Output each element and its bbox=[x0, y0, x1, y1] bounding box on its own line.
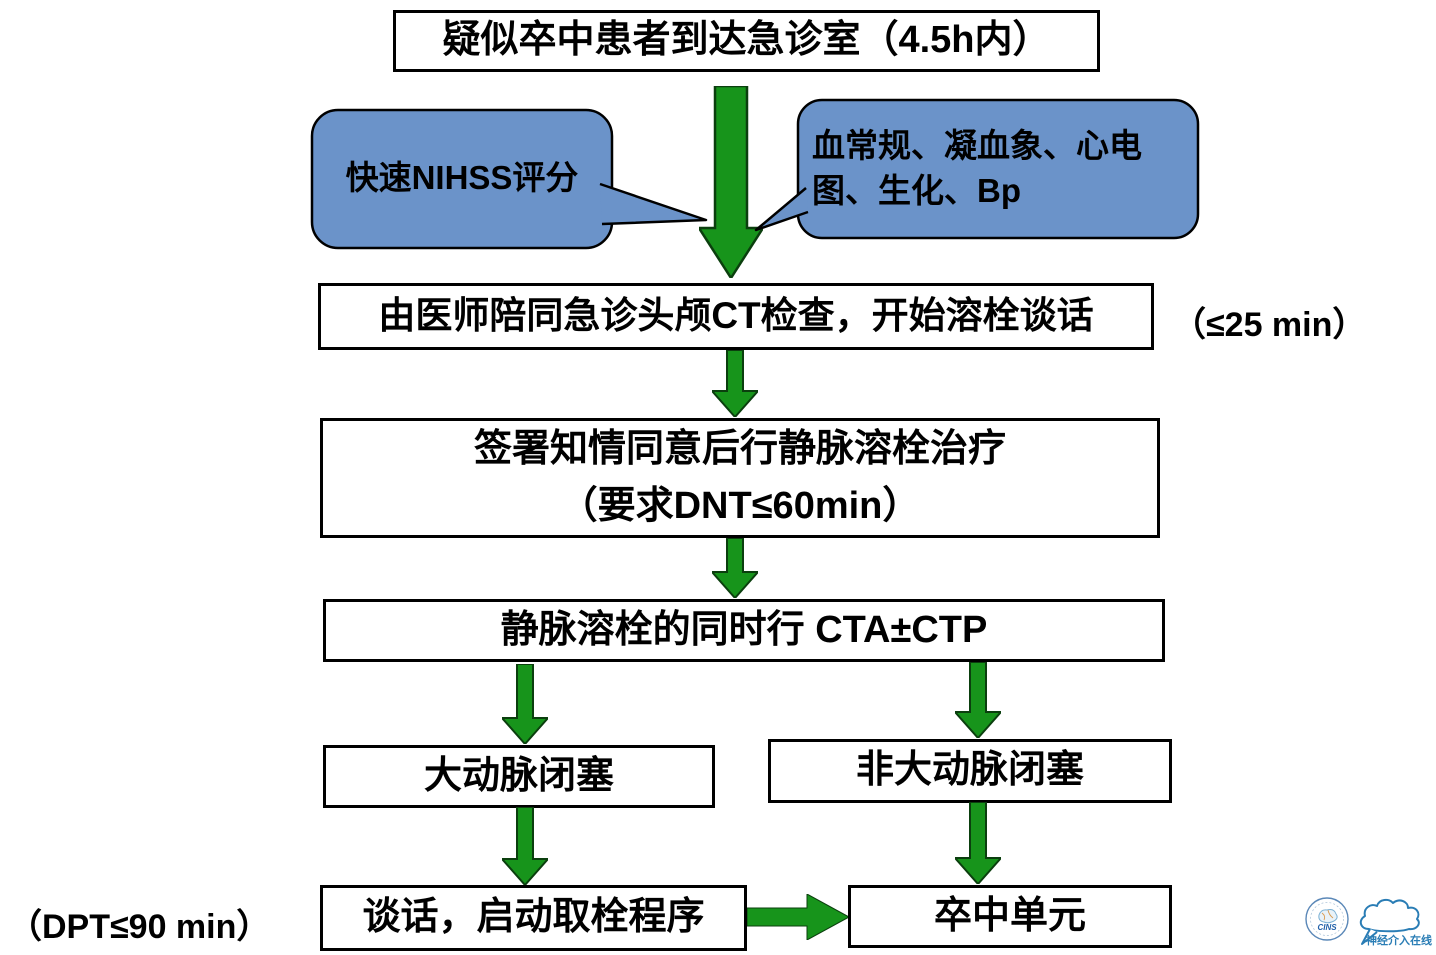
arrow-main-down-shape bbox=[699, 86, 763, 278]
box-ct-exam: 由医师陪同急诊头颅CT检查，开始溶栓谈话 bbox=[318, 283, 1154, 350]
box-lvo-label: 大动脉闭塞 bbox=[423, 754, 614, 797]
cins-brain-lines-icon bbox=[1321, 909, 1334, 921]
arrow-cta-to-nonlvo bbox=[955, 662, 1001, 738]
arrow-cta-to-lvo bbox=[502, 664, 548, 744]
box-thrombectomy-talk: 谈话，启动取栓程序 bbox=[320, 885, 747, 951]
box-cta-ctp-label: 静脉溶栓的同时行 CTA±CTP bbox=[500, 608, 988, 651]
callout-nihss-shape bbox=[310, 108, 708, 250]
cloud-tail-icon bbox=[1361, 928, 1378, 945]
callout-labs-shape bbox=[754, 98, 1200, 240]
callout-labs-body bbox=[796, 98, 1200, 240]
box-cta-ctp: 静脉溶栓的同时行 CTA±CTP bbox=[323, 599, 1165, 662]
arrow-consent-to-cta bbox=[712, 538, 758, 598]
cloud-icon bbox=[1359, 898, 1420, 933]
callout-labs-tail bbox=[754, 187, 809, 232]
arrow-lvo-to-talk-shape bbox=[502, 807, 548, 885]
box-non-lvo-label: 非大动脉闭塞 bbox=[855, 749, 1084, 792]
note-ct-time: （≤25 min） bbox=[1172, 306, 1367, 344]
arrow-cta-to-lvo-shape bbox=[502, 664, 548, 744]
callout-nihss-body bbox=[310, 108, 614, 250]
callout-labs-label: 血常规、凝血象、心电图、生化、Bp bbox=[812, 127, 1142, 209]
box-arrival: 疑似卒中患者到达急诊室（4.5h内） bbox=[393, 10, 1100, 72]
box-stroke-unit-label: 卒中单元 bbox=[933, 894, 1086, 937]
callout-nihss: 快速NIHSS评分 bbox=[312, 110, 612, 246]
arrow-lvo-to-talk bbox=[502, 807, 548, 885]
arrow-nonlvo-to-unit-shape bbox=[955, 802, 1001, 884]
arrow-consent-to-cta-shape bbox=[712, 538, 758, 598]
box-thrombectomy-talk-label: 谈话，启动取栓程序 bbox=[362, 896, 705, 939]
box-non-lvo: 非大动脉闭塞 bbox=[768, 739, 1172, 803]
arrow-nonlvo-to-unit bbox=[955, 802, 1001, 884]
note-dpt-time: （DPT≤90 min） bbox=[8, 908, 271, 946]
cins-brain-icon bbox=[1318, 909, 1338, 924]
callout-labs: 血常规、凝血象、心电图、生化、Bp bbox=[798, 100, 1198, 238]
box-stroke-unit: 卒中单元 bbox=[848, 885, 1172, 948]
cins-logo-text: CINS bbox=[1317, 923, 1337, 932]
arrow-cta-to-nonlvo-shape bbox=[955, 662, 1001, 738]
box-consent-line2: （要求DNT≤60min） bbox=[559, 485, 921, 527]
arrow-ct-to-consent bbox=[712, 350, 758, 417]
callout-nihss-label: 快速NIHSS评分 bbox=[345, 158, 579, 196]
logo-neuro-online: 神经介入在线 bbox=[1359, 898, 1432, 947]
box-arrival-label: 疑似卒中患者到达急诊室（4.5h内） bbox=[442, 19, 1051, 62]
arrow-talk-to-unit bbox=[747, 894, 849, 940]
callout-nihss-tail bbox=[599, 182, 708, 226]
box-consent-line1: 签署知情同意后行静脉溶栓治疗 bbox=[473, 427, 1006, 470]
box-lvo: 大动脉闭塞 bbox=[323, 745, 715, 808]
logo-cins: CINS bbox=[1305, 897, 1349, 941]
box-ct-exam-label: 由医师陪同急诊头颅CT检查，开始溶栓谈话 bbox=[378, 295, 1094, 337]
arrow-main-down bbox=[699, 86, 763, 278]
cins-inner-ring bbox=[1310, 902, 1344, 936]
neuro-online-text: 神经介入在线 bbox=[1366, 933, 1432, 947]
box-consent: 签署知情同意后行静脉溶栓治疗 （要求DNT≤60min） bbox=[320, 418, 1160, 538]
arrow-ct-to-consent-shape bbox=[712, 350, 758, 417]
arrow-talk-to-unit-shape bbox=[747, 894, 849, 940]
